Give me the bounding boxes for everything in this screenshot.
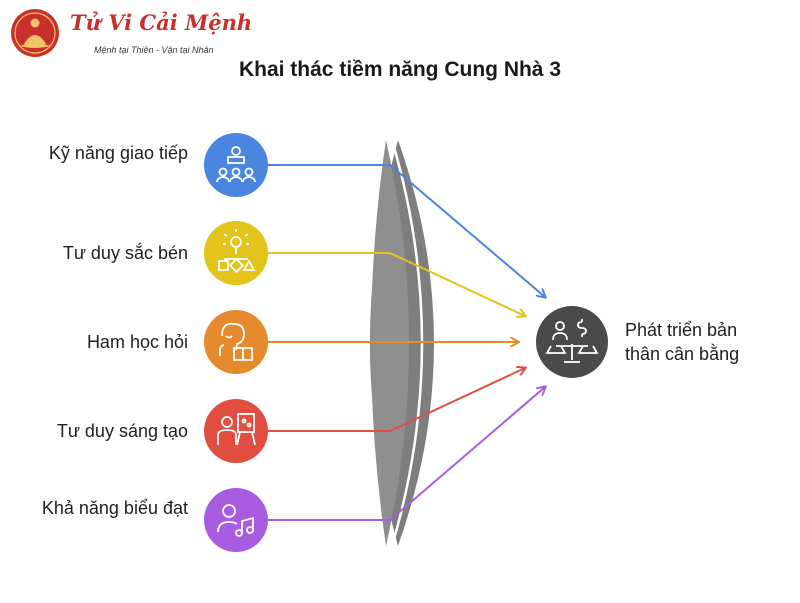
connector-line-1: [268, 164, 545, 297]
input-label-4: Tư duy sáng tạo: [56, 421, 188, 441]
input-label-1: Kỹ năng giao tiếp: [48, 143, 188, 163]
output-label: Phát triển bản thân cân bằng: [625, 320, 740, 364]
input-label-5: Khả năng biểu đạt: [41, 498, 188, 518]
input-label-3: Ham học hỏi: [86, 332, 188, 352]
brand-logo: Tử Vi Cải Mệnh Mệnh tại Thiên - Vận tại …: [6, 4, 252, 64]
artist-easel-icon: [204, 399, 268, 463]
presenter-audience-icon: [204, 133, 268, 197]
connector-line-2: [268, 252, 525, 316]
page-title: Khai thác tiềm năng Cung Nhà 3: [238, 58, 562, 81]
brand-name: Tử Vi Cải Mệnh: [70, 10, 253, 35]
person-balance-scale-icon: [536, 306, 608, 378]
singer-music-icon: [204, 488, 268, 552]
input-label-2: Tư duy sắc bén: [62, 243, 188, 263]
connector-line-5: [268, 387, 545, 521]
idea-shapes-icon: [204, 221, 268, 285]
connector-line-4: [268, 368, 525, 432]
brand-tagline: Mệnh tại Thiên - Vận tại Nhân: [94, 45, 214, 55]
reading-book-icon: [204, 310, 268, 374]
buddha-logo-icon: [11, 9, 59, 57]
